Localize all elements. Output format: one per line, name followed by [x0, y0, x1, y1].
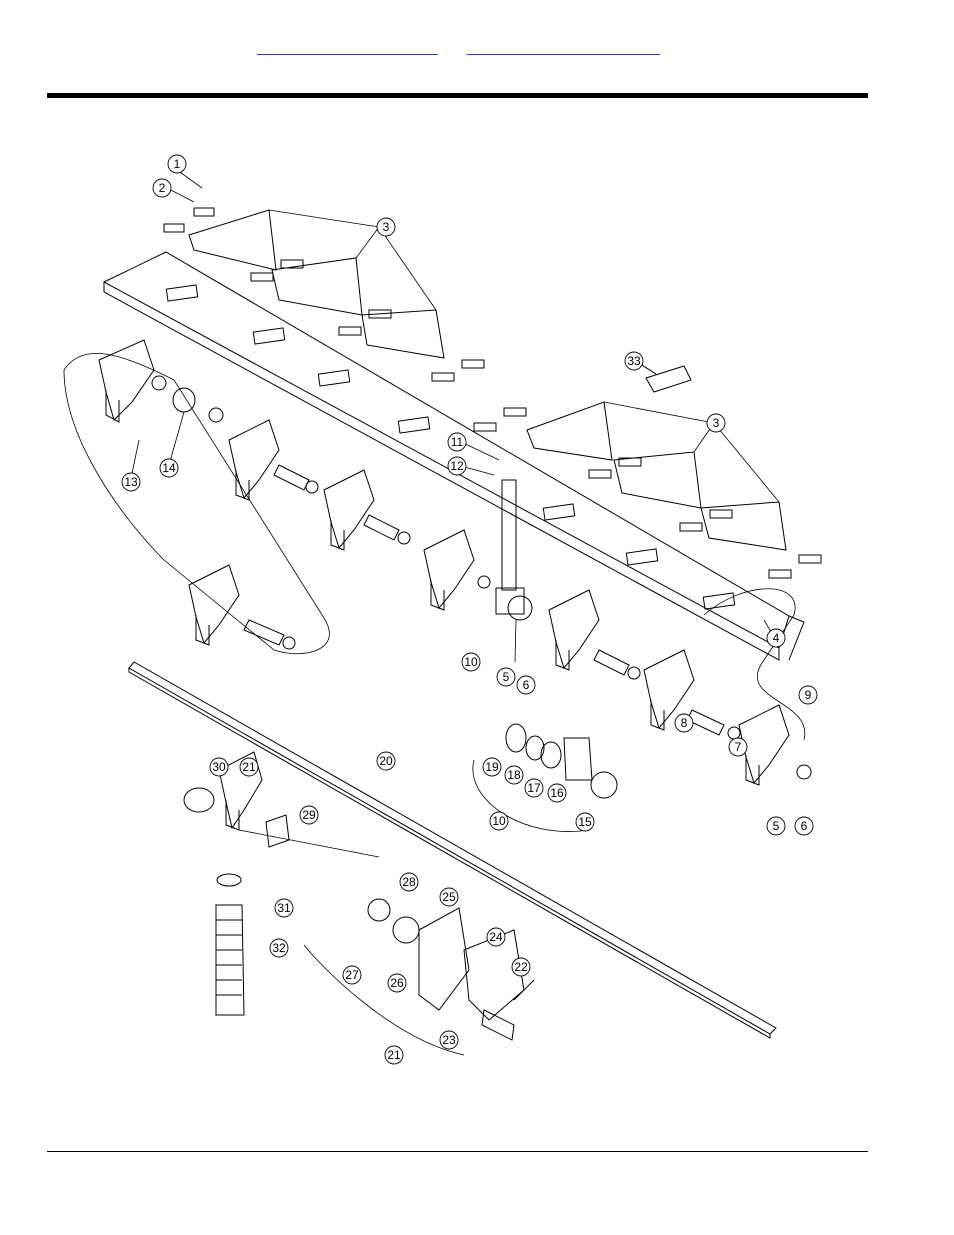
- callout-14: 14: [159, 458, 179, 478]
- callout-label: 17: [527, 781, 541, 795]
- callout-label: 26: [390, 976, 404, 990]
- callout-label: 2: [159, 181, 166, 195]
- callout-label: 9: [805, 688, 812, 702]
- callout-18: 18: [504, 765, 524, 785]
- callout-26: 26: [387, 973, 407, 993]
- header-link-left[interactable]: [257, 40, 438, 55]
- callout-27: 27: [342, 965, 362, 985]
- callout-label: 21: [242, 760, 256, 774]
- callout-19: 19: [482, 757, 502, 777]
- callout-28: 28: [399, 872, 419, 892]
- callout-25: 25: [439, 887, 459, 907]
- callout-label: 6: [523, 678, 530, 692]
- callout-22: 22: [511, 957, 531, 977]
- callout-label: 21: [387, 1048, 401, 1062]
- callout-label: 23: [442, 1033, 456, 1047]
- callout-24: 24: [486, 927, 506, 947]
- callout-6: 6: [516, 675, 536, 695]
- callout-label: 28: [402, 875, 416, 889]
- callout-3: 3: [376, 217, 396, 237]
- callout-label: 10: [464, 655, 478, 669]
- callout-6: 6: [794, 816, 814, 836]
- callout-label: 14: [162, 461, 176, 475]
- callout-label: 13: [124, 475, 138, 489]
- callout-label: 18: [507, 768, 521, 782]
- callout-label: 1: [174, 157, 181, 171]
- callout-10: 10: [489, 811, 509, 831]
- callout-label: 8: [681, 716, 688, 730]
- callout-15: 15: [575, 812, 595, 832]
- header-links: [0, 40, 954, 60]
- callout-label: 31: [277, 901, 291, 915]
- callout-31: 31: [274, 898, 294, 918]
- callout-label: 29: [302, 808, 316, 822]
- callout-label: 6: [801, 819, 808, 833]
- callout-label: 16: [550, 786, 564, 800]
- callout-label: 7: [735, 740, 742, 754]
- callout-16: 16: [547, 783, 567, 803]
- callout-label: 22: [514, 960, 528, 974]
- callout-30: 30: [209, 757, 229, 777]
- callout-label: 30: [212, 760, 226, 774]
- callout-5: 5: [496, 667, 516, 687]
- callout-label: 3: [383, 220, 390, 234]
- callout-11: 11: [447, 432, 467, 452]
- callout-33: 33: [624, 351, 644, 371]
- callout-21: 21: [384, 1045, 404, 1065]
- callout-29: 29: [299, 805, 319, 825]
- callout-12: 12: [447, 456, 467, 476]
- callout-20: 20: [376, 751, 396, 771]
- callout-2: 2: [152, 178, 172, 198]
- callout-label: 25: [442, 890, 456, 904]
- callout-7: 7: [728, 737, 748, 757]
- callout-label: 19: [485, 760, 499, 774]
- callout-13: 13: [121, 472, 141, 492]
- header-rule: [47, 93, 868, 98]
- callout-1: 1: [167, 154, 187, 174]
- callout-21: 21: [239, 757, 259, 777]
- callout-label: 3: [713, 416, 720, 430]
- footer-rule: [47, 1151, 868, 1152]
- callout-23: 23: [439, 1030, 459, 1050]
- callout-label: 20: [379, 754, 393, 768]
- callout-label: 15: [578, 815, 592, 829]
- part-callouts: 1233455667891010111213141516171819202121…: [121, 154, 818, 1065]
- callout-3: 3: [706, 413, 726, 433]
- callout-5: 5: [766, 816, 786, 836]
- callout-10: 10: [461, 652, 481, 672]
- callout-label: 11: [451, 435, 464, 449]
- callout-9: 9: [798, 685, 818, 705]
- callout-label: 24: [489, 930, 503, 944]
- callout-32: 32: [269, 938, 289, 958]
- callout-8: 8: [674, 713, 694, 733]
- callout-label: 27: [345, 968, 359, 982]
- header-link-right[interactable]: [467, 40, 660, 55]
- callout-label: 10: [492, 814, 506, 828]
- callout-17: 17: [524, 778, 544, 798]
- callout-label: 12: [450, 459, 464, 473]
- callout-label: 33: [627, 354, 641, 368]
- callout-label: 4: [773, 631, 780, 645]
- callout-label: 32: [272, 941, 286, 955]
- callout-4: 4: [766, 628, 786, 648]
- callout-label: 5: [773, 819, 780, 833]
- exploded-view-svg: 1233455667891010111213141516171819202121…: [63, 154, 822, 1065]
- callout-label: 5: [503, 670, 510, 684]
